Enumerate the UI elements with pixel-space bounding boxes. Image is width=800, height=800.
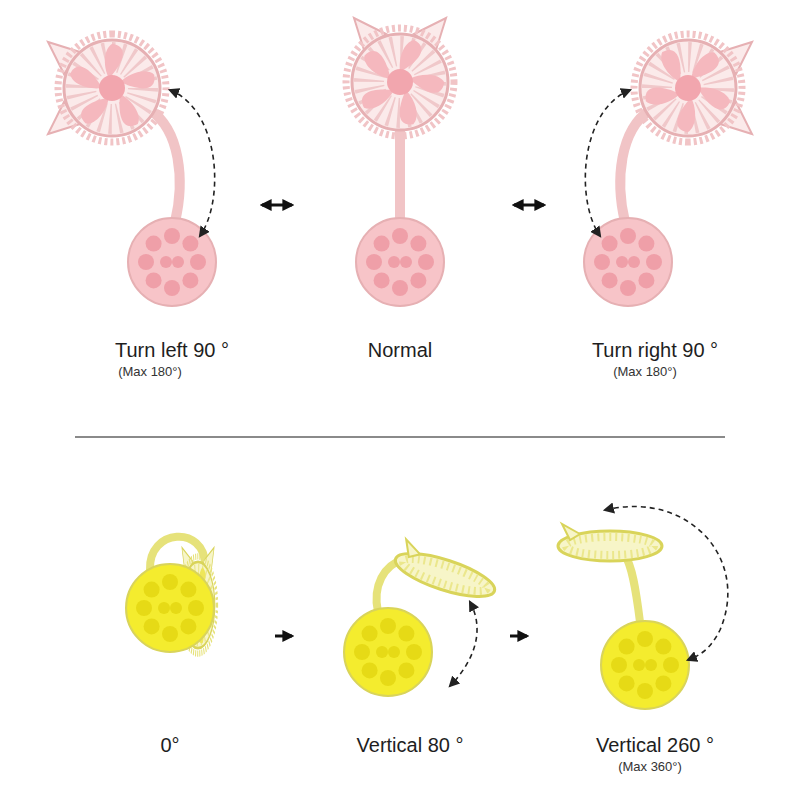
double-arrow — [514, 204, 544, 207]
double-arrow — [262, 204, 292, 207]
max-angle-note: (Max 360°) — [618, 759, 682, 775]
position-label: Normal — [368, 338, 432, 362]
max-angle-note: (Max 180°) — [118, 364, 182, 380]
arrow — [275, 635, 292, 638]
max-angle-note: (Max 180°) — [613, 364, 677, 380]
fan-turn-right — [584, 34, 752, 306]
fan-folded — [126, 537, 217, 654]
arrow — [510, 635, 527, 638]
position-label: Vertical 80 ° — [357, 733, 464, 757]
position-label: Turn right 90 ° — [592, 338, 718, 362]
divider-line — [75, 436, 725, 438]
position-label: 0° — [160, 733, 179, 757]
fan-vertical-260 — [558, 507, 728, 709]
fan-vertical-80 — [344, 538, 501, 696]
fan-normal — [346, 18, 454, 306]
fan-turn-left — [48, 34, 216, 306]
position-label: Vertical 260 ° — [596, 733, 714, 757]
position-label: Turn left 90 ° — [115, 338, 229, 362]
